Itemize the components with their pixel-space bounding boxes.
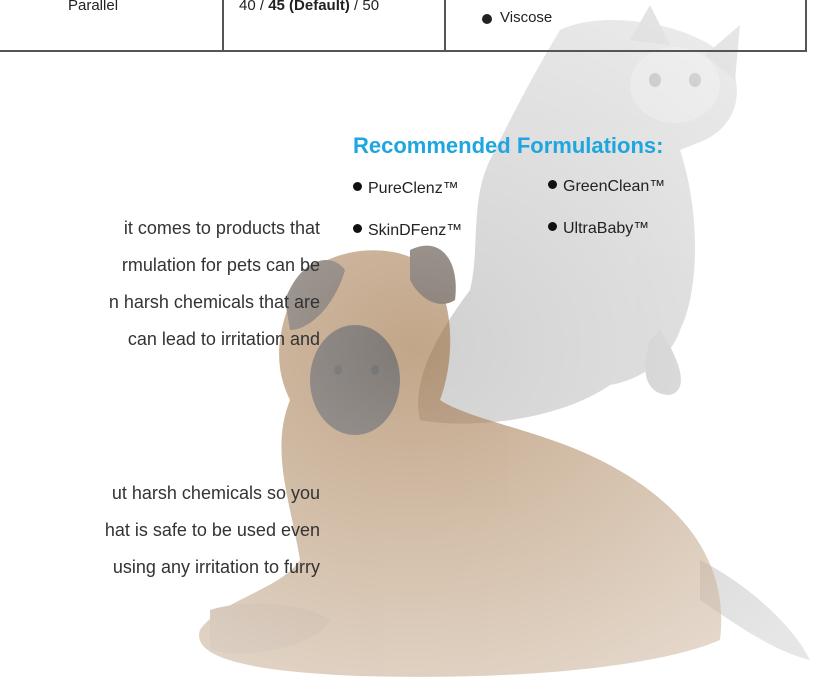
paragraph-line: n harsh chemicals that are [108,292,320,312]
formulation-label: PureClenz™ [368,180,459,197]
paragraph-line: can lead to irritation and [127,329,320,349]
formulation-item[interactable]: UltraBaby™ [548,220,649,238]
paragraph-line: it comes to products that [123,218,320,238]
spec-table: Parallel 40 / 45 (Default) / 50 Viscose [0,0,807,52]
formulation-label: GreenClean™ [563,178,666,195]
benefit-paragraph: ut harsh chemicals so you hat is safe to… [0,475,320,586]
spec-col3-text: Viscose [500,9,553,26]
bullet-icon [353,182,362,192]
paragraph-line: using any irritation to furry [112,557,320,577]
recommended-formulations-title: Recommended Formulations: [353,133,664,158]
paragraph-line: rmulation for pets can be [121,255,320,275]
formulation-item[interactable]: PureClenz™ [353,180,459,198]
spec-col1-text: Parallel [68,0,119,14]
formulation-item[interactable]: GreenClean™ [548,178,665,196]
paragraph-line: ut harsh chemicals so you [111,483,320,503]
spec-col2-before: 40 / [239,0,269,14]
spec-col2-text: 40 / 45 (Default) / 50 [239,0,379,14]
formulation-item[interactable]: SkinDFenz™ [353,222,462,240]
spec-cell-col3: Viscose [444,0,805,50]
bullet-icon [548,222,557,232]
spec-col2-after: / 50 [349,0,380,14]
bullet-icon [548,180,557,190]
formulation-label: UltraBaby™ [563,220,650,237]
formulation-label: SkinDFenz™ [368,222,463,239]
spec-cell-col2: 40 / 45 (Default) / 50 [222,0,446,50]
spec-cell-col1: Parallel [0,0,224,50]
intro-paragraph: it comes to products that rmulation for … [0,210,320,358]
bullet-icon [353,224,362,234]
bullet-icon [482,14,492,24]
spec-col2-default: 45 (Default) [268,0,350,14]
paragraph-line: hat is safe to be used even [104,520,320,540]
